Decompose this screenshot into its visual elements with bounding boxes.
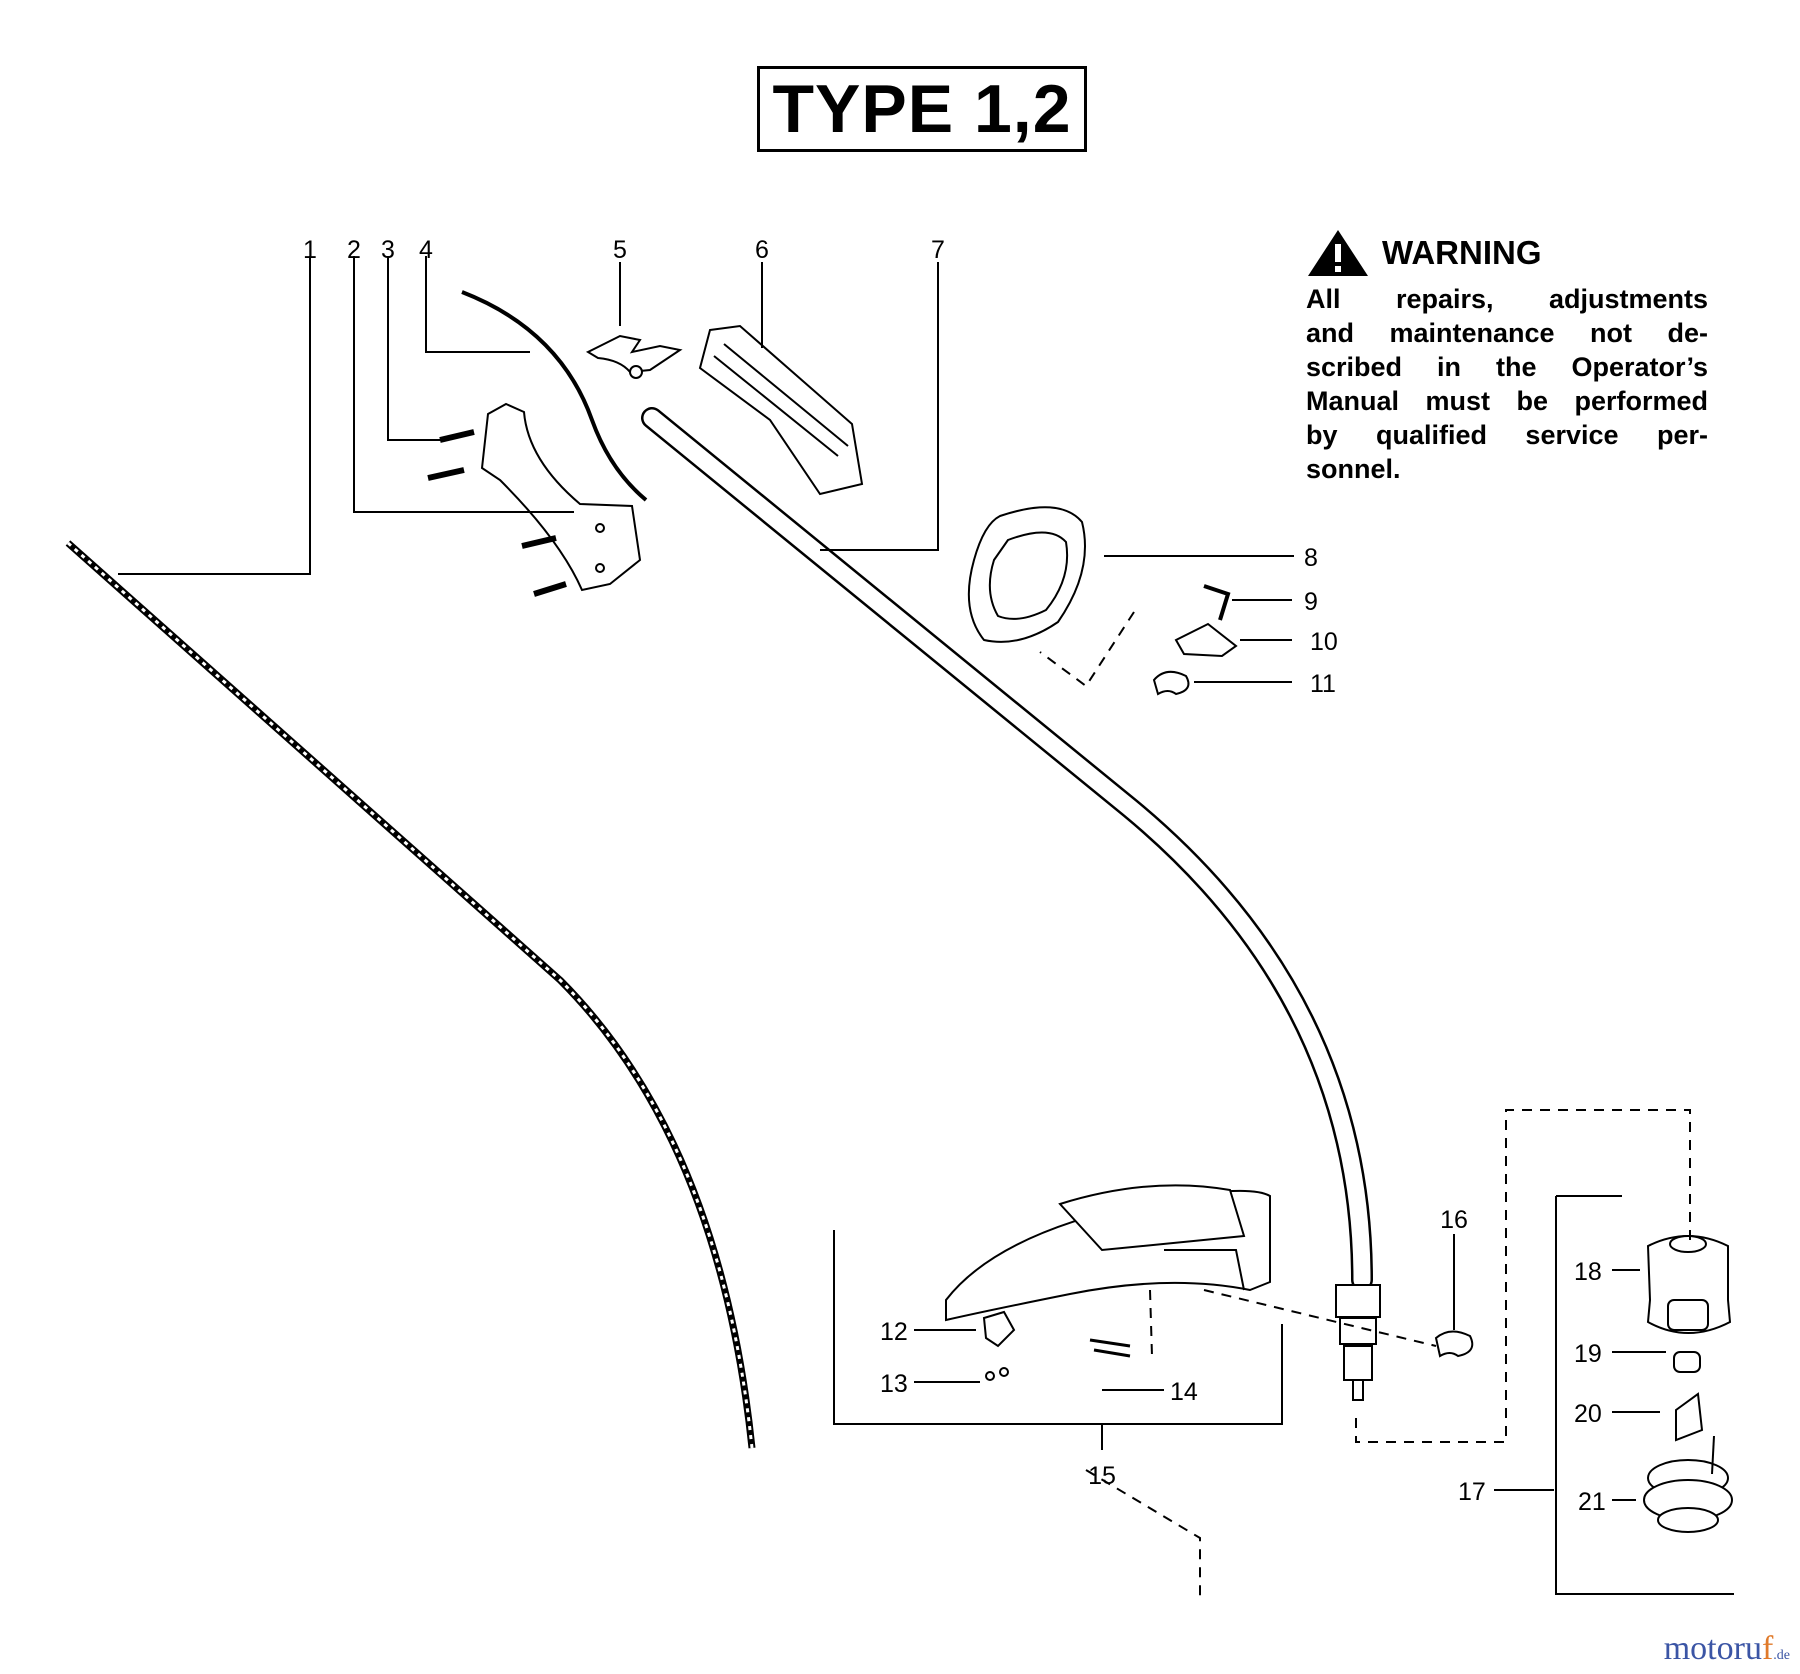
warning-line: and maintenance not de- <box>1306 318 1708 348</box>
title-box: TYPE 1,2 <box>757 66 1087 152</box>
callout-19: 19 <box>1574 1340 1602 1368</box>
warning-line: All repairs, adjustments <box>1306 284 1708 314</box>
part-15-guard <box>945 1184 1271 1322</box>
callout-4: 4 <box>419 236 433 264</box>
part-13-screws <box>985 1367 1009 1381</box>
callout-13: 13 <box>880 1370 908 1398</box>
warning-header: WARNING <box>1306 228 1708 278</box>
part-16-wing-nut <box>1434 1330 1474 1358</box>
part-4-throttle-cable <box>461 290 648 502</box>
part-14-bolt <box>1089 1338 1131 1358</box>
warning-title: WARNING <box>1382 234 1542 271</box>
part-10-clamp <box>1174 622 1238 658</box>
part-1-drive-shaft <box>65 540 756 1449</box>
callout-15: 15 <box>1088 1462 1116 1490</box>
callout-10: 10 <box>1310 628 1338 656</box>
part-8-loop-handle <box>967 506 1086 643</box>
part-9-bolt <box>1203 584 1231 621</box>
page-title: TYPE 1,2 <box>772 71 1072 147</box>
warning-text: All repairs, adjustments and maintenance… <box>1306 282 1708 486</box>
warning-line: scribed in the Operator’s <box>1306 352 1708 382</box>
callout-18: 18 <box>1574 1258 1602 1286</box>
part-12-clip <box>982 1310 1016 1348</box>
warning-line: sonnel. <box>1306 454 1401 484</box>
warning-line: Manual must be performed <box>1306 386 1708 416</box>
warning-line: by qualified service per- <box>1306 420 1708 450</box>
watermark-suffix: .de <box>1773 1648 1790 1663</box>
warning-notice: WARNING All repairs, adjustments and mai… <box>1306 228 1708 486</box>
callout-1: 1 <box>303 236 317 264</box>
part-11-wing-nut <box>1152 670 1190 696</box>
callout-20: 20 <box>1574 1400 1602 1428</box>
callout-17: 17 <box>1458 1478 1486 1506</box>
callout-16: 16 <box>1440 1206 1468 1234</box>
part-6-bracket <box>698 324 864 496</box>
watermark-part-a: motoru <box>1663 1630 1762 1667</box>
callout-12: 12 <box>880 1318 908 1346</box>
watermark-logo: motoruf.de <box>1664 1630 1790 1668</box>
part-5-throttle-trigger <box>585 334 683 379</box>
callout-8: 8 <box>1304 544 1318 572</box>
warning-triangle-icon <box>1308 230 1368 276</box>
part-7-shaft-tube <box>641 407 1381 1401</box>
callout-2: 2 <box>347 236 361 264</box>
part-20-clip <box>1675 1392 1704 1442</box>
callout-14: 14 <box>1170 1378 1198 1406</box>
callout-7: 7 <box>931 236 945 264</box>
part-3-screws <box>427 429 567 597</box>
callout-5: 5 <box>613 236 627 264</box>
callout-21: 21 <box>1578 1488 1606 1516</box>
watermark-part-b: f <box>1761 1630 1774 1667</box>
callout-6: 6 <box>755 236 769 264</box>
part-21-spool <box>1643 1435 1733 1533</box>
part-18-spool-cover <box>1646 1235 1732 1334</box>
callout-9: 9 <box>1304 588 1318 616</box>
part-19-spring <box>1673 1351 1701 1373</box>
callout-3: 3 <box>381 236 395 264</box>
part-2-handle-housing <box>480 402 642 592</box>
callout-11: 11 <box>1310 670 1336 698</box>
